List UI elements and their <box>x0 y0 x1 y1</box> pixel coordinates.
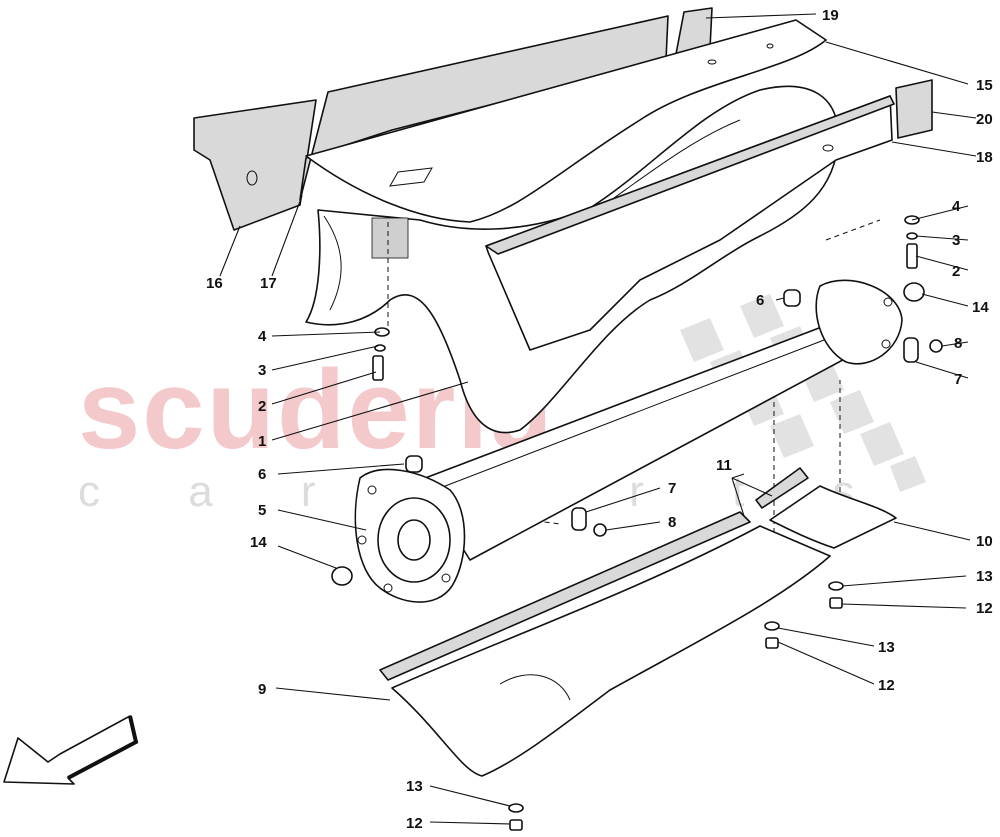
washer-nut-front <box>508 803 524 831</box>
callout-14: 14 <box>250 534 267 551</box>
callout-1: 1 <box>258 433 266 450</box>
part-20-end-block <box>895 79 933 139</box>
clamp-and-nut-front <box>571 507 607 537</box>
part-14-cap-front <box>331 566 353 586</box>
callout-12: 12 <box>406 815 423 832</box>
callout-4: 4 <box>952 198 961 215</box>
rear-flange <box>815 279 903 365</box>
callout-5: 5 <box>258 502 266 519</box>
callout-20: 20 <box>976 111 993 128</box>
callout-6: 6 <box>258 466 266 483</box>
washer-nut-rear-2 <box>764 621 780 649</box>
part-14-cap-rear <box>903 282 925 302</box>
part-18-side-panel <box>485 95 895 351</box>
part-9-under-tray <box>391 525 831 777</box>
fastener-stack-right <box>904 215 920 269</box>
callout-19: 19 <box>822 7 839 24</box>
callout-2: 2 <box>258 398 266 415</box>
callout-3: 3 <box>952 232 960 249</box>
callout-16: 16 <box>206 275 223 292</box>
clamp-and-nut-rear <box>903 337 943 363</box>
callout-15: 15 <box>976 77 993 94</box>
washer-nut-rear-1 <box>828 581 844 609</box>
part-15-tunnel-cover <box>305 19 827 223</box>
callout-17: 17 <box>260 275 277 292</box>
part-10-rear-bracket <box>769 485 897 549</box>
callout-9: 9 <box>258 681 266 698</box>
callout-13: 13 <box>406 778 423 795</box>
callout-13: 13 <box>878 639 895 656</box>
part-5-front-flange <box>354 468 466 603</box>
callout-labels: 1 2 2 3 3 4 4 5 6 6 7 7 8 8 9 10 11 12 1… <box>206 7 993 832</box>
callout-10: 10 <box>976 533 993 550</box>
callout-3: 3 <box>258 362 266 379</box>
direction-arrow-icon <box>3 715 139 785</box>
part-6-bush-front <box>405 455 423 473</box>
callout-7: 7 <box>668 480 676 497</box>
callout-11: 11 <box>716 457 732 474</box>
callout-8: 8 <box>954 335 962 352</box>
callout-4: 4 <box>258 328 267 345</box>
callout-7: 7 <box>954 371 962 388</box>
callout-12: 12 <box>878 677 895 694</box>
leader-lines <box>219 13 977 825</box>
fastener-stack-left <box>372 327 390 381</box>
callout-8: 8 <box>668 514 676 531</box>
callout-18: 18 <box>976 149 993 166</box>
part-11-seal-strips <box>379 467 809 681</box>
part-16-left-insulation-panel <box>193 99 317 231</box>
callout-6: 6 <box>756 292 764 309</box>
part-6-bush-rear <box>783 289 801 307</box>
callout-13: 13 <box>976 568 993 585</box>
callout-2: 2 <box>952 263 960 280</box>
callout-14: 14 <box>972 299 989 316</box>
callout-12: 12 <box>976 600 993 617</box>
